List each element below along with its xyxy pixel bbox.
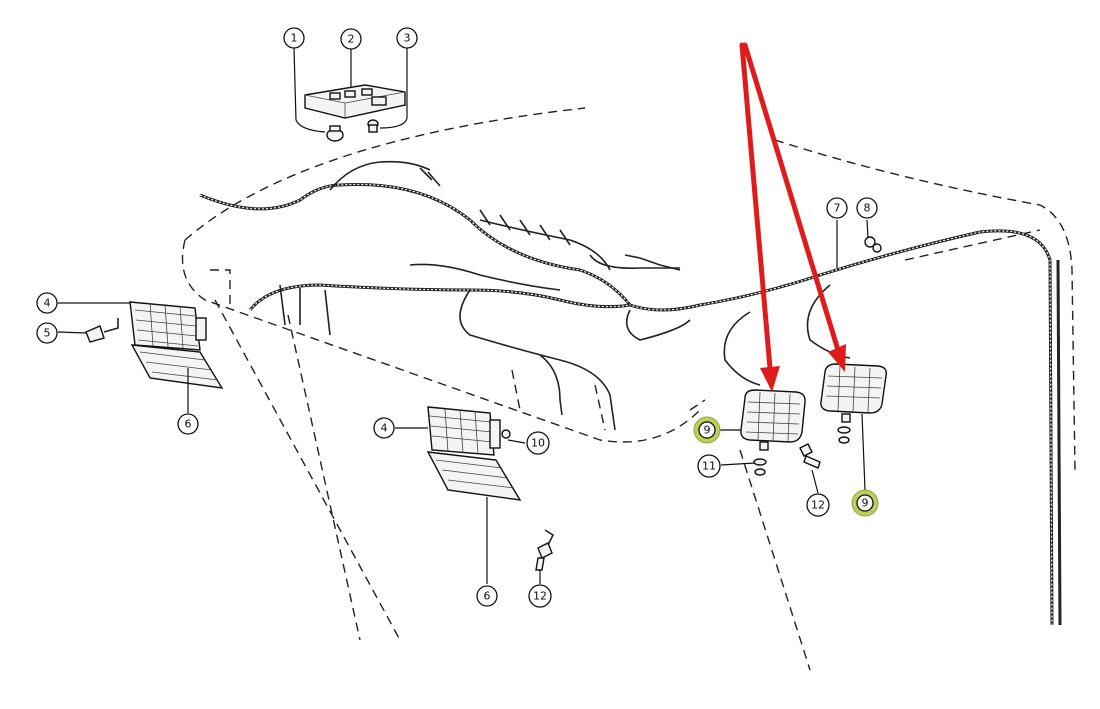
callout-4-left-label: 4 <box>44 297 51 310</box>
wiring-harness <box>199 160 1062 626</box>
work-lamp-left <box>129 301 224 389</box>
leader-lines <box>57 47 869 584</box>
callout-6-left: 6 <box>177 413 199 435</box>
callout-11-label: 11 <box>702 460 716 473</box>
callout-8: 8 <box>856 197 878 219</box>
callout-1-label: 1 <box>291 32 298 45</box>
callout-5: 5 <box>36 322 58 344</box>
lamp-bulb-5 <box>85 318 119 343</box>
bulb-part-1 <box>326 125 344 142</box>
callout-7-label: 7 <box>834 202 841 215</box>
callout-1: 1 <box>283 27 305 49</box>
callout-6-middle: 6 <box>476 585 498 607</box>
bulb-part-3 <box>367 119 379 133</box>
callout-6-middle-label: 6 <box>484 590 491 603</box>
rear-lamp-left <box>740 389 806 451</box>
callout-5-label: 5 <box>44 327 51 340</box>
callout-4-middle-label: 4 <box>381 422 388 435</box>
arrowhead-left <box>760 366 780 392</box>
callout-9-left: 9 <box>693 416 721 444</box>
grommet-8 <box>864 236 882 253</box>
cab-roof-outline <box>181 107 1076 671</box>
callout-11: 11 <box>697 454 721 478</box>
callout-8-label: 8 <box>864 202 871 215</box>
callout-2-label: 2 <box>348 33 355 46</box>
callout-4-middle: 4 <box>373 417 395 439</box>
callout-6-left-label: 6 <box>185 418 192 431</box>
work-lamp-middle <box>426 406 522 501</box>
callout-9-right: 9 <box>851 489 879 517</box>
callout-2: 2 <box>340 28 362 50</box>
callout-9-right-label: 9 <box>862 497 869 510</box>
arrowhead-right <box>828 344 846 372</box>
callout-7: 7 <box>826 197 848 219</box>
red-arrows <box>739 42 846 392</box>
callout-10-label: 10 <box>531 437 545 450</box>
bulb-12-lower <box>535 529 555 571</box>
callout-12-left: 12 <box>528 584 552 608</box>
washer-nut-11 <box>753 458 767 476</box>
rear-lamp-right <box>820 363 888 423</box>
callout-9-left-label: 9 <box>704 424 711 437</box>
callout-4-left: 4 <box>36 292 58 314</box>
washer-nut-right <box>837 426 851 444</box>
callout-12-right: 12 <box>806 493 830 517</box>
callout-12-left-label: 12 <box>533 590 547 603</box>
callout-10: 10 <box>526 431 550 455</box>
callout-3-label: 3 <box>404 32 411 45</box>
relay-module <box>304 84 406 119</box>
bulb-12-upper <box>799 443 821 469</box>
callout-12-right-label: 12 <box>811 499 825 512</box>
callout-3: 3 <box>396 27 418 49</box>
